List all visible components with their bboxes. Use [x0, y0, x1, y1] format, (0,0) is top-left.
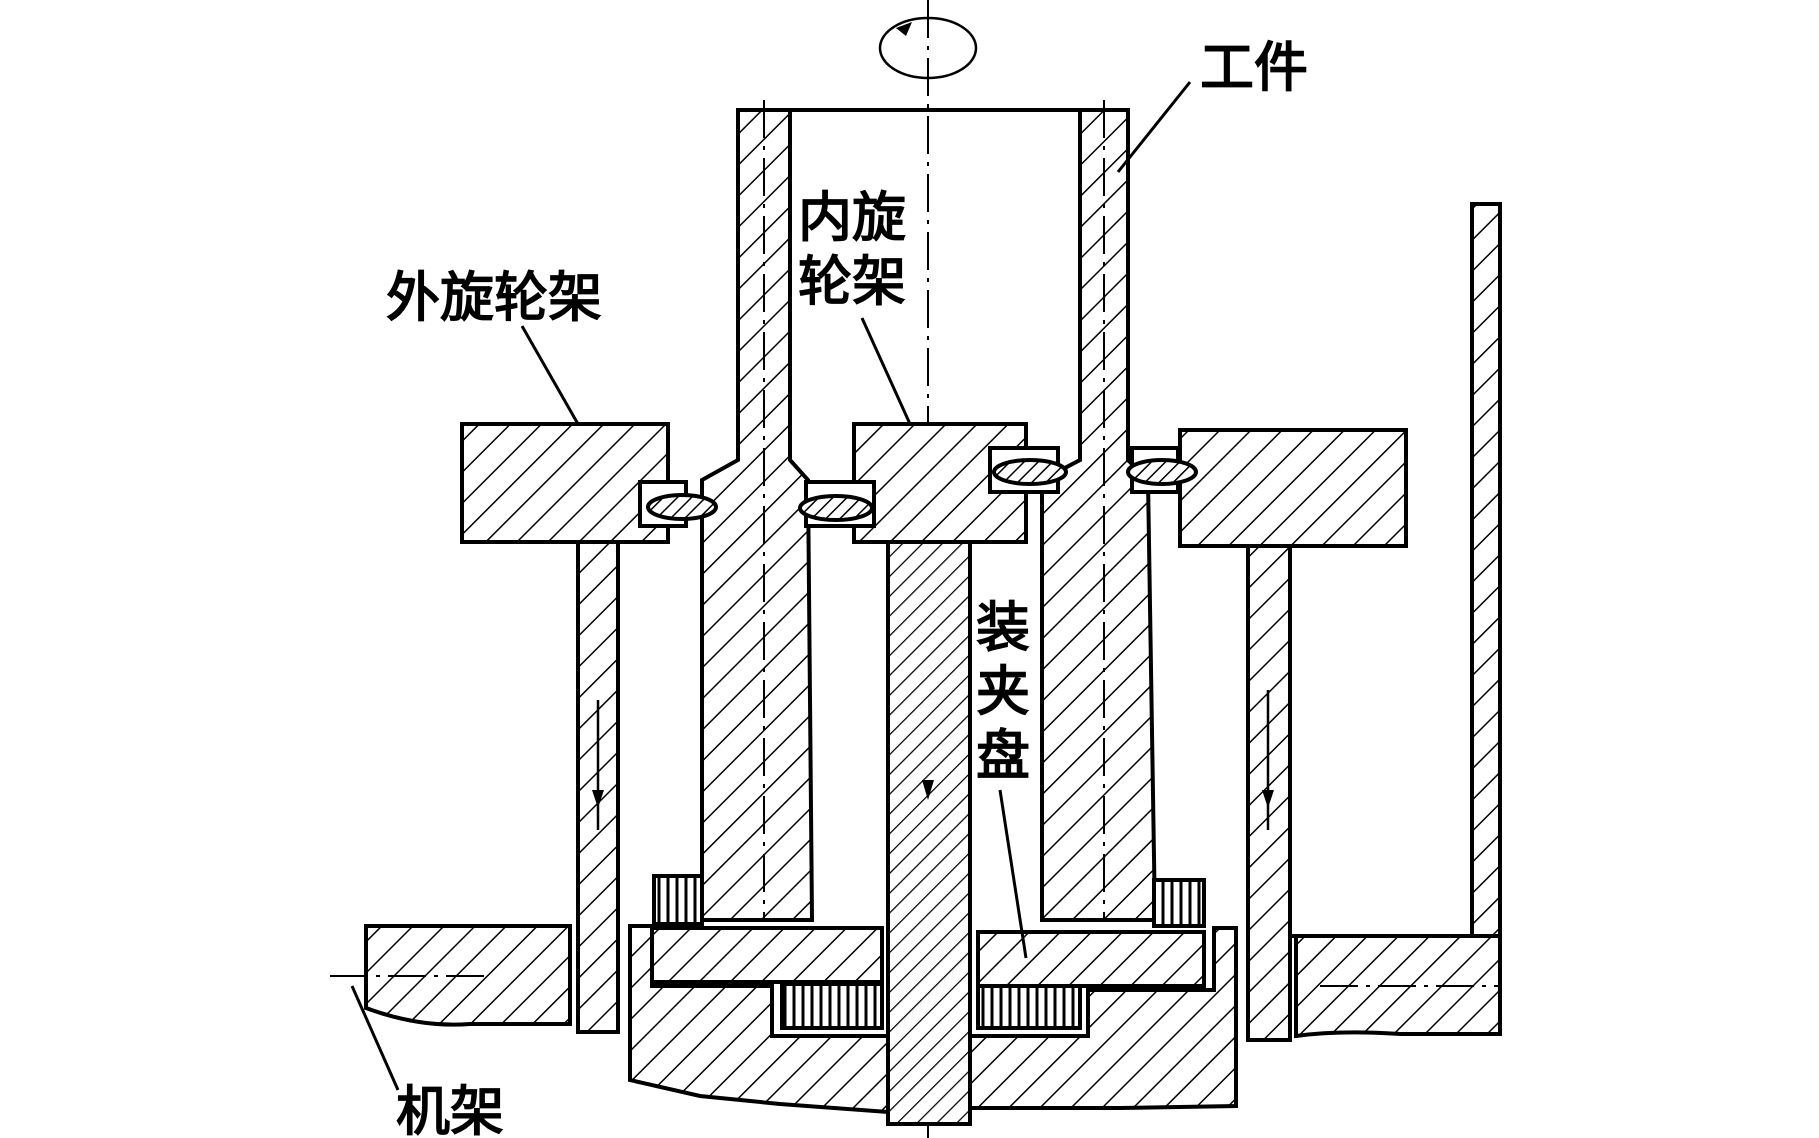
chuck-base [628, 924, 1238, 1115]
roller-inner-right [988, 446, 1068, 494]
leader-workpiece [1116, 81, 1192, 173]
leader-outer-frame [520, 325, 580, 425]
inner-spinning-frame [852, 422, 1028, 1126]
machine-frame [330, 924, 1502, 1039]
label-outer-frame: 外旋轮架 [386, 266, 602, 329]
roller-right-outer [1126, 446, 1198, 494]
leader-inner-frame [860, 317, 912, 425]
label-clamping-disk-line3: 盘 [976, 724, 1030, 787]
roller-inner-left [798, 480, 876, 528]
clamping-disk [650, 874, 1206, 1030]
label-machine-frame: 机架 [396, 1080, 504, 1138]
right-housing-wall [1290, 202, 1502, 938]
workpiece-tube [700, 100, 1158, 922]
roller-left-outer [638, 480, 718, 528]
label-workpiece: 工件 [1200, 36, 1308, 99]
outer-spinning-frame-right [1178, 428, 1408, 1042]
label-inner-frame-line2: 轮架 [798, 250, 906, 313]
label-clamping-disk-line2: 夹 [976, 660, 1030, 723]
leader-clamping-disk [998, 789, 1028, 959]
label-clamping-disk-line1: 装 [976, 596, 1030, 659]
leader-machine-frame [350, 985, 400, 1091]
label-inner-frame-line1: 内旋 [798, 186, 906, 249]
